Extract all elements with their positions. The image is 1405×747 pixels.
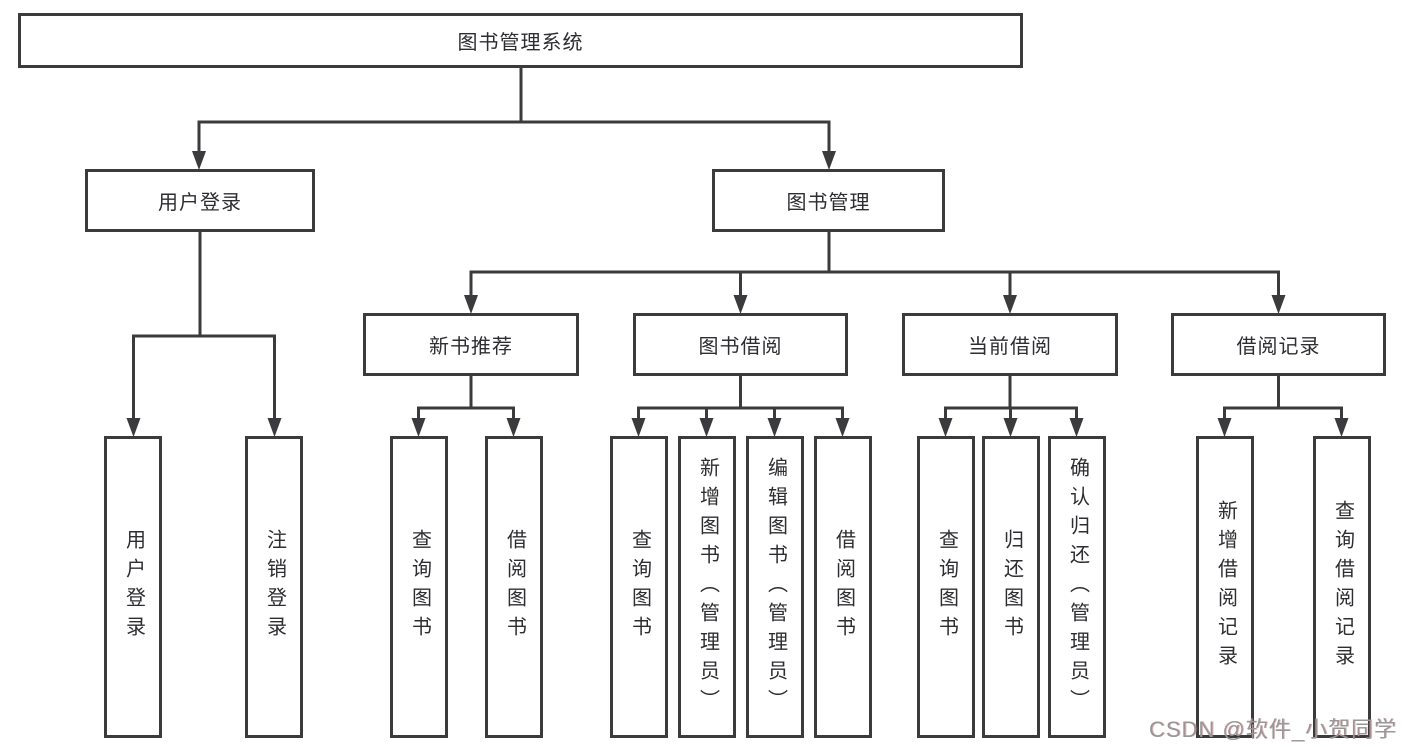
node-borrowing-records: 借阅记录 [1171,313,1386,376]
node-label: 图书管理系统 [457,32,584,54]
leaf-edit-books-admin: 编辑图书（管理员） [746,436,804,738]
leaf-add-books-admin: 新增图书（管理员） [678,436,736,738]
node-book-borrowing: 图书借阅 [633,313,848,376]
node-label: 确认归还（管理员） [1066,456,1089,718]
leaf-logout: 注销登录 [245,436,303,738]
leaf-return-books: 归还图书 [982,436,1040,738]
node-label: 图书管理 [786,192,871,214]
leaf-add-borrow-record: 新增借阅记录 [1196,436,1254,738]
node-label: 图书借阅 [698,336,783,358]
node-library-system: 图书管理系统 [18,13,1023,68]
node-label: 新增借阅记录 [1214,500,1237,674]
node-new-book-recommendation: 新书推荐 [363,313,579,376]
leaf-query-borrow-record: 查询借阅记录 [1313,436,1371,738]
node-label: 用户登录 [158,192,242,214]
node-label: 用户登录 [122,529,145,645]
node-book-management: 图书管理 [712,169,945,232]
leaf-borrow-books-recommend: 借阅图书 [485,436,543,738]
leaf-user-login: 用户登录 [104,436,162,738]
node-label: 当前借阅 [968,336,1052,358]
leaf-query-books-recommend: 查询图书 [390,436,448,738]
node-label: 新书推荐 [429,336,513,358]
node-label: 注销登录 [263,529,286,645]
leaf-borrow-books: 借阅图书 [814,436,872,738]
node-label: 查询图书 [935,529,958,645]
node-label: 借阅记录 [1236,336,1321,358]
node-label: 编辑图书（管理员） [764,456,787,718]
leaf-query-books-borrow: 查询图书 [610,436,668,738]
node-label: 查询图书 [408,529,431,645]
node-label: 查询借阅记录 [1331,500,1354,674]
node-label: 新增图书（管理员） [696,456,719,718]
node-label: 归还图书 [1000,529,1023,645]
node-label: 查询图书 [628,529,651,645]
node-label: 借阅图书 [832,529,855,645]
node-user-login: 用户登录 [85,169,315,232]
node-label: 借阅图书 [503,529,526,645]
node-current-borrowing: 当前借阅 [902,313,1118,376]
leaf-confirm-return-admin: 确认归还（管理员） [1048,436,1106,738]
leaf-query-books-current: 查询图书 [917,436,975,738]
